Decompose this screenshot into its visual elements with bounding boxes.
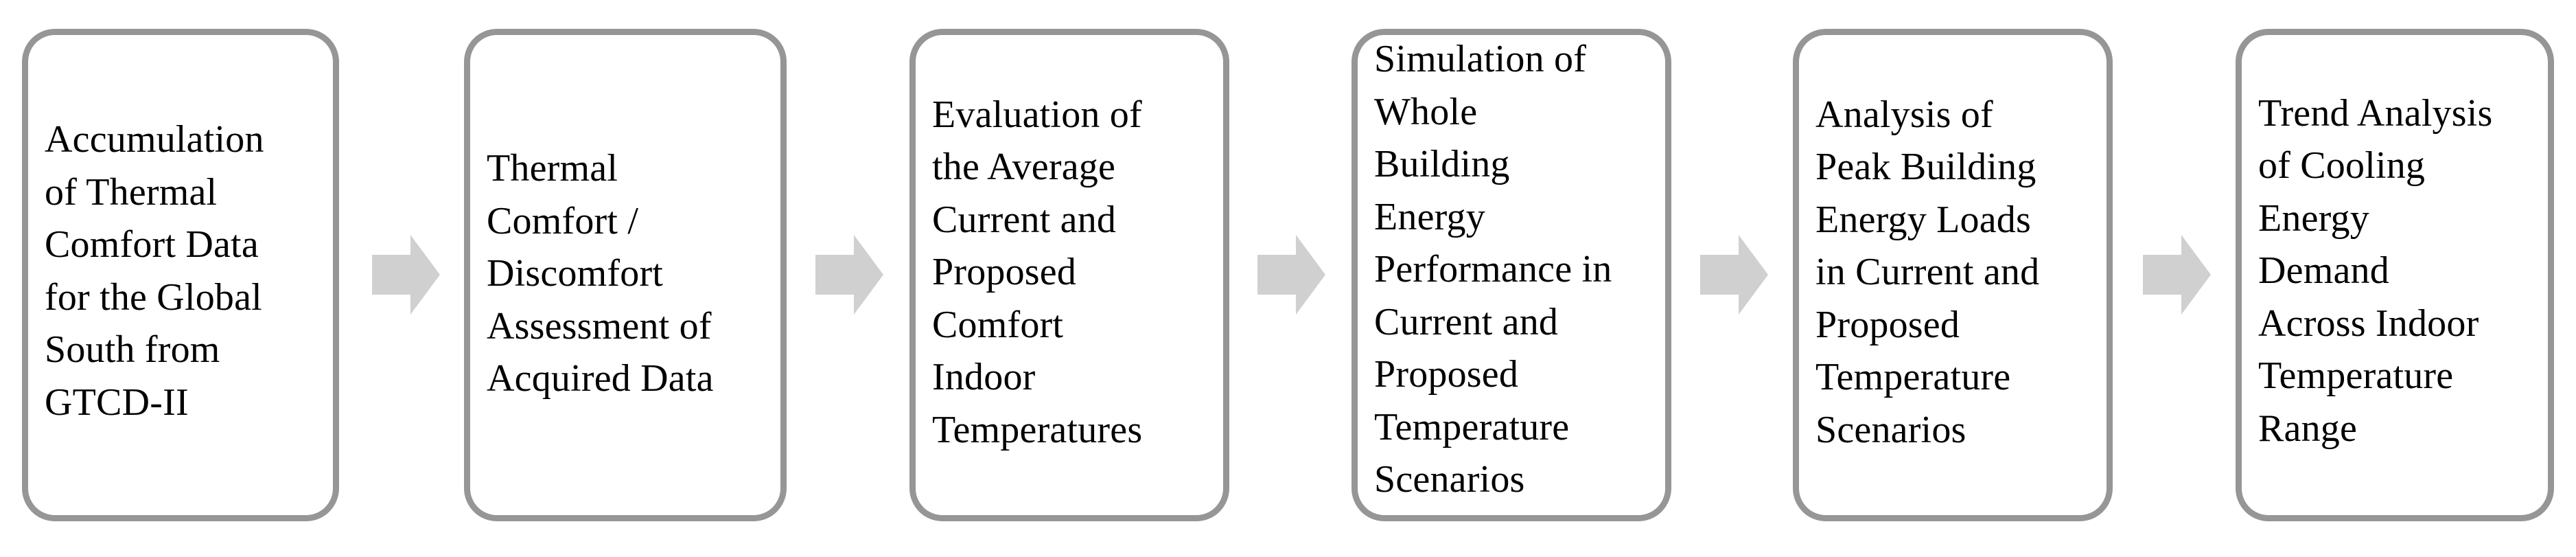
flow-node-step-2: Thermal Comfort / Discomfort Assessment … [464, 29, 787, 521]
flow-node-step-4: Simulation of Whole Building Energy Perf… [1351, 29, 1671, 521]
right-arrow-icon [372, 235, 440, 315]
right-arrow-icon [815, 235, 883, 315]
flow-node-label: Analysis of Peak Building Energy Loads i… [1815, 93, 2040, 451]
flow-node-label: Accumulation of Thermal Comfort Data for… [45, 118, 264, 424]
flow-node-label: Simulation of Whole Building Energy Perf… [1374, 38, 1612, 501]
flow-node-label: Trend Analysis of Cooling Energy Demand … [2258, 91, 2493, 450]
flow-node-step-6: Trend Analysis of Cooling Energy Demand … [2236, 29, 2554, 521]
right-arrow-icon [2143, 235, 2211, 315]
right-arrow-icon [1257, 235, 1325, 315]
flow-node-label: Evaluation of the Average Current and Pr… [932, 93, 1143, 451]
flow-node-step-3: Evaluation of the Average Current and Pr… [909, 29, 1229, 521]
flow-node-step-5: Analysis of Peak Building Energy Loads i… [1793, 29, 2113, 521]
flow-node-label: Thermal Comfort / Discomfort Assessment … [487, 147, 714, 400]
flow-node-step-1: Accumulation of Thermal Comfort Data for… [22, 29, 339, 521]
right-arrow-icon [1700, 235, 1768, 315]
